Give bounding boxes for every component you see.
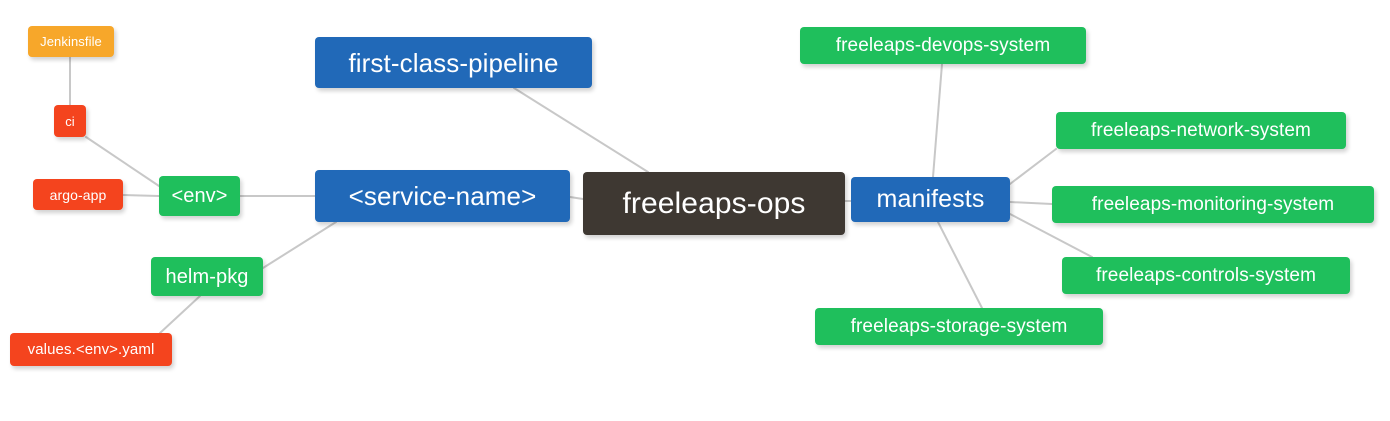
node-jenkinsfile[interactable]: Jenkinsfile [28,26,114,57]
edge-manifests-to-network [1009,148,1057,185]
node-storage[interactable]: freeleaps-storage-system [815,308,1103,345]
edge-argo-app-to-env [122,194,160,197]
node-helm-pkg[interactable]: helm-pkg [151,257,263,296]
node-values-yaml[interactable]: values.<env>.yaml [10,333,172,366]
node-controls[interactable]: freeleaps-controls-system [1062,257,1350,294]
node-network[interactable]: freeleaps-network-system [1056,112,1346,149]
edge-manifests-to-storage [937,221,983,309]
edge-manifests-to-monitoring [1009,201,1053,205]
edge-manifests-to-controls [1009,213,1093,258]
node-argo-app[interactable]: argo-app [33,179,123,210]
node-pipeline[interactable]: first-class-pipeline [315,37,592,88]
edge-pipeline-to-freeleaps-ops [513,87,649,173]
edge-devops-to-manifests [932,63,943,178]
node-freeleaps-ops[interactable]: freeleaps-ops [583,172,845,235]
node-manifests[interactable]: manifests [851,177,1010,222]
edge-service-name-to-freeleaps-ops [569,196,584,200]
node-ci[interactable]: ci [54,105,86,137]
edge-ci-to-env [85,136,160,187]
node-service-name[interactable]: <service-name> [315,170,570,222]
node-monitoring[interactable]: freeleaps-monitoring-system [1052,186,1374,223]
node-devops[interactable]: freeleaps-devops-system [800,27,1086,64]
node-env[interactable]: <env> [159,176,240,216]
edge-values-yaml-to-helm-pkg [159,295,201,334]
edge-helm-pkg-to-service-name [262,221,337,269]
